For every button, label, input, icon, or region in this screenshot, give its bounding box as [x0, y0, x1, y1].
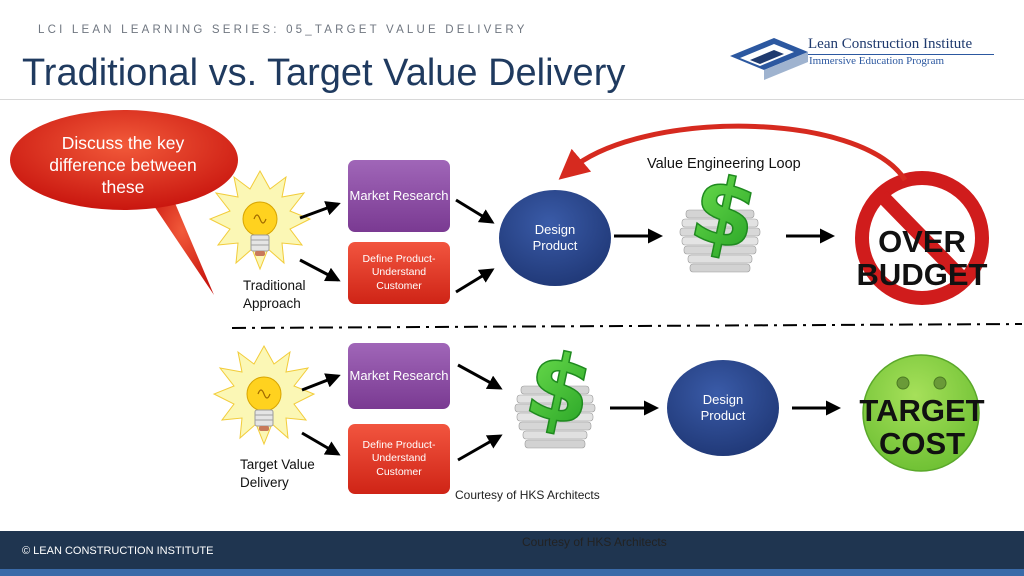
- arrow-icon: [455, 268, 495, 294]
- define-product-box: [348, 242, 450, 304]
- arrow-icon: [299, 201, 341, 220]
- footer-copyright: © LEAN CONSTRUCTION INSTITUTE: [22, 545, 214, 557]
- logo-name: Lean Construction Institute: [808, 36, 973, 52]
- traditional-approach-label: Traditional Approach: [243, 278, 306, 311]
- design-product-label: Design Product: [700, 391, 746, 423]
- callout-bubble: [10, 110, 238, 210]
- footer-bar: [0, 531, 1024, 569]
- market-research-box: [348, 160, 450, 232]
- over-budget-label: OVER BUDGET: [856, 224, 988, 293]
- lci-logo-icon: [730, 38, 808, 80]
- arrow-icon: [301, 431, 341, 456]
- define-product-label: Define Product-Understand Customer: [362, 439, 436, 478]
- arrow-icon: [455, 198, 495, 224]
- target-value-delivery-label: Target Value Delivery: [240, 457, 315, 490]
- courtesy-credit-footer: Courtesy of HKS Architects: [522, 535, 667, 549]
- lightbulb-icon: [213, 345, 315, 445]
- header-divider: [0, 99, 1024, 100]
- design-product-circle: [499, 190, 611, 286]
- arrow-icon: [457, 434, 503, 462]
- market-research-box: [348, 343, 450, 409]
- logo-tagline: Immersive Education Program: [809, 55, 945, 67]
- footer-strip: [0, 569, 1024, 576]
- callout-tail: [150, 196, 214, 295]
- design-product-label: Design Product: [532, 221, 578, 253]
- no-sign-icon: [855, 171, 989, 305]
- process-diagram: $: [10, 110, 1023, 494]
- arrow-icon: [301, 373, 341, 392]
- smiley-icon: [862, 354, 980, 472]
- arrow-icon: [457, 363, 503, 390]
- logo-rule: [808, 54, 994, 55]
- arrow-icon: [299, 258, 341, 282]
- callout-text: Discuss the key difference between these: [49, 133, 197, 198]
- define-product-label: Define Product-Understand Customer: [362, 253, 436, 292]
- courtesy-credit-overlap: Courtesy of HKS Architects: [455, 488, 600, 502]
- lightbulb-icon: [209, 170, 311, 270]
- slide-title: Traditional vs. Target Value Delivery: [22, 52, 626, 94]
- market-research-label: Market Research: [349, 367, 449, 383]
- series-label: LCI LEAN LEARNING SERIES: 05_TARGET VALU…: [38, 24, 528, 36]
- define-product-box: [348, 424, 450, 494]
- value-engineering-loop-label: Value Engineering Loop: [647, 156, 801, 172]
- market-research-label: Market Research: [349, 187, 449, 203]
- section-divider: [231, 323, 1023, 329]
- design-product-circle: [667, 360, 779, 456]
- target-cost-label: TARGET COST: [859, 393, 985, 462]
- dollar-coins-icon: [514, 329, 603, 449]
- value-engineering-loop-arrow: [558, 123, 908, 182]
